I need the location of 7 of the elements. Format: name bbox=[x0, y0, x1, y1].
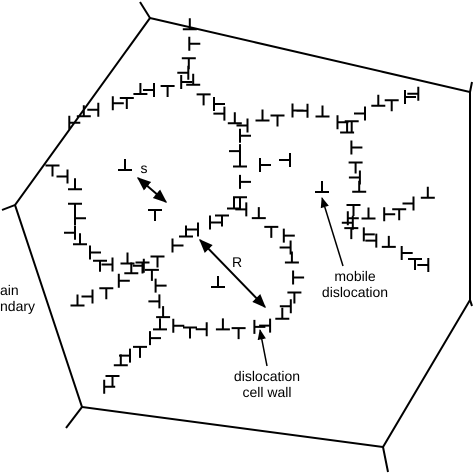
leader-line bbox=[258, 328, 268, 366]
dimension-label: s bbox=[140, 160, 148, 176]
callout-text: dislocation cell wall bbox=[222, 368, 312, 400]
callout-text: mobile dislocation bbox=[310, 268, 400, 300]
leader-line bbox=[320, 197, 344, 266]
dimension-label: R bbox=[230, 254, 244, 270]
grain-boundary-label: ain ndary bbox=[0, 282, 36, 314]
